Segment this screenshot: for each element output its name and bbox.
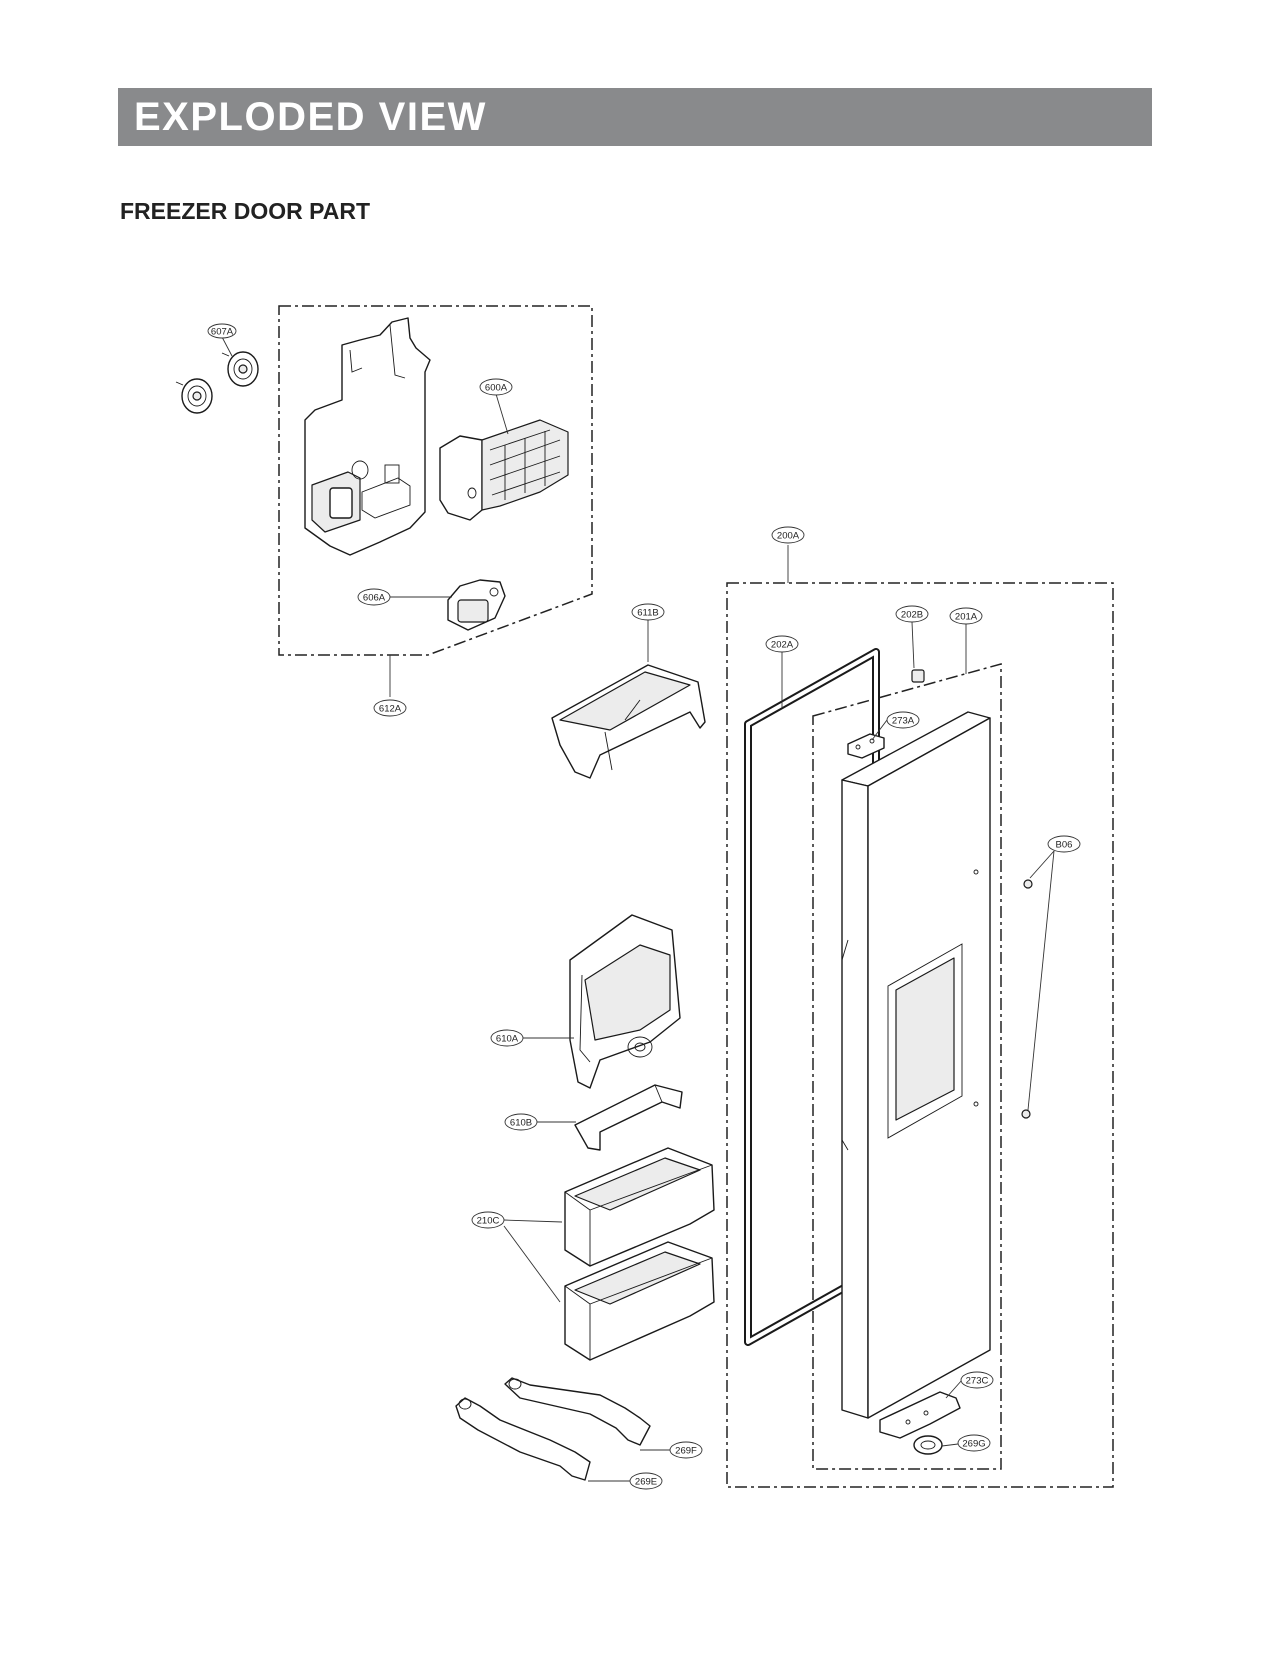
callout-202B: 202B xyxy=(895,605,929,623)
door-basket-part-210C-upper xyxy=(564,1147,715,1267)
callout-269E: 269E xyxy=(629,1472,663,1490)
door-assembly-group-boundary xyxy=(726,582,1114,1488)
callout-210C: 210C xyxy=(471,1211,505,1229)
bucket-bracket-part-610B xyxy=(574,1084,683,1151)
callout-610A: 610A xyxy=(490,1029,524,1047)
door-basket-part-210C-lower xyxy=(564,1241,715,1361)
callout-612A-label: 612A xyxy=(379,704,402,715)
lower-hinge-plate-part-273C xyxy=(879,1391,961,1439)
callout-606A-label: 606A xyxy=(363,593,386,604)
ice-maker-group-boundary xyxy=(278,305,593,656)
icemaker-bracket-part-612A xyxy=(304,317,431,556)
callout-200A-label: 200A xyxy=(777,531,800,542)
callout-202A-label: 202A xyxy=(771,640,794,651)
callout-201A: 201A xyxy=(949,607,983,625)
callout-611B-label: 611B xyxy=(637,608,658,619)
callout-B06: B06 xyxy=(1047,835,1081,853)
callout-269G: 269G xyxy=(957,1434,991,1452)
callout-610A-label: 610A xyxy=(496,1034,519,1045)
callout-610B: 610B xyxy=(504,1113,538,1131)
callout-269E-label: 269E xyxy=(635,1477,657,1488)
leader-lines xyxy=(221,336,1055,1482)
callout-600A-label: 600A xyxy=(485,383,508,394)
callout-607A: 607A xyxy=(207,323,237,339)
motor-part-606A xyxy=(447,579,506,631)
callout-202A: 202A xyxy=(765,635,799,653)
duct-cover-part-611B xyxy=(551,664,706,779)
callout-269G-label: 269G xyxy=(962,1439,985,1450)
hinge-part-269F xyxy=(504,1377,651,1446)
washer-part-269G xyxy=(913,1435,943,1455)
callout-273C: 273C xyxy=(960,1371,994,1389)
door-foam-group-boundary xyxy=(812,663,1002,1470)
freezer-door-part-201A xyxy=(841,711,991,1419)
icemaker-part-600A xyxy=(439,419,569,521)
callout-200A: 200A xyxy=(771,526,805,544)
callout-600A: 600A xyxy=(479,378,513,396)
wheel-part-607A xyxy=(175,351,259,414)
callout-607A-label: 607A xyxy=(211,327,234,338)
callout-269F: 269F xyxy=(669,1441,703,1459)
callout-201A-label: 201A xyxy=(955,612,978,623)
callout-612A: 612A xyxy=(373,699,407,717)
callout-610B-label: 610B xyxy=(510,1118,532,1129)
hinge-part-269E xyxy=(455,1397,591,1481)
hinge-cap-part-202B xyxy=(911,669,925,683)
callout-202B-label: 202B xyxy=(901,610,923,621)
callout-273C-label: 273C xyxy=(966,1376,989,1387)
callout-606A: 606A xyxy=(357,588,391,606)
section-title: FREEZER DOOR PART xyxy=(120,198,371,224)
callout-611B: 611B xyxy=(631,603,665,621)
header-banner: EXPLODED VIEW xyxy=(118,88,1152,146)
screw-part-B06 xyxy=(1021,879,1033,1119)
top-hinge-plate-part-273A xyxy=(847,733,885,759)
ice-bucket-part-610A xyxy=(569,914,681,1089)
callout-273A: 273A xyxy=(886,711,920,729)
callout-269F-label: 269F xyxy=(675,1446,697,1457)
callout-273A-label: 273A xyxy=(892,716,915,727)
callout-210C-label: 210C xyxy=(477,1216,500,1227)
page-title: EXPLODED VIEW xyxy=(134,95,487,139)
callout-B06-label: B06 xyxy=(1056,840,1073,851)
